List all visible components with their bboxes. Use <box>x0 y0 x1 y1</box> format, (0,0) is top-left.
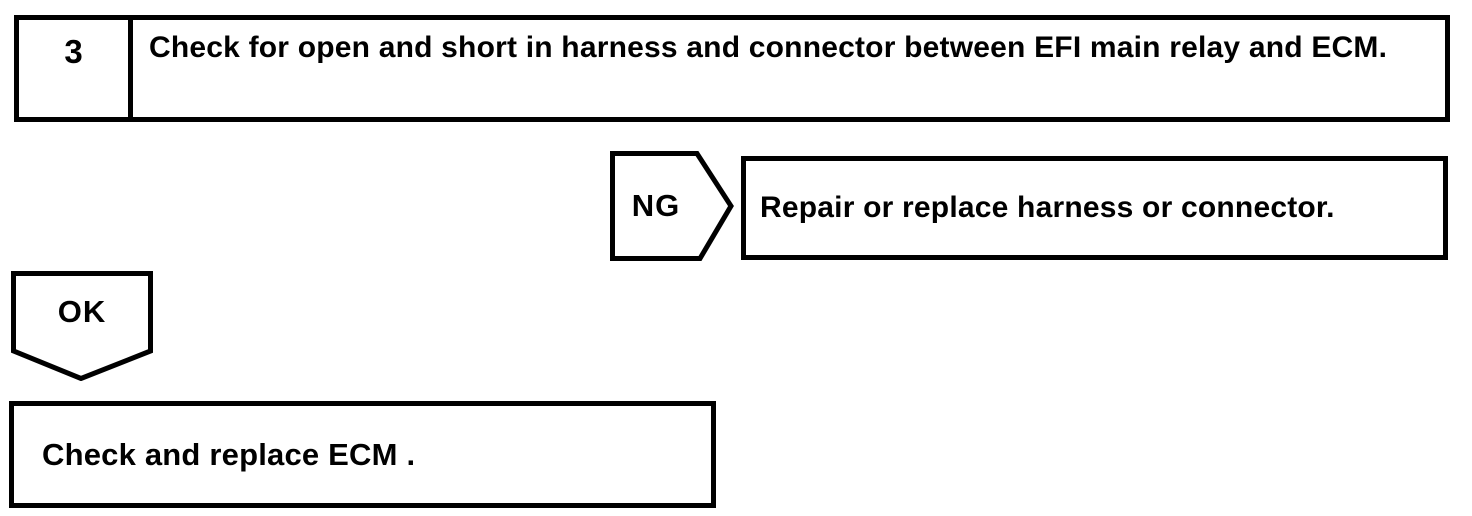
ok-action-text: Check and replace ECM . <box>42 436 416 472</box>
step-instruction: Check for open and short in harness and … <box>149 31 1388 64</box>
ok-connector: OK <box>11 271 153 381</box>
ok-pentagon-icon <box>11 271 153 381</box>
step-box: 3 Check for open and short in harness an… <box>14 15 1450 122</box>
ng-action-box: Repair or replace harness or connector. <box>741 156 1448 260</box>
step-number: 3 <box>64 33 83 70</box>
ng-connector: NG <box>610 151 734 261</box>
ok-action-box: Check and replace ECM . <box>9 401 716 508</box>
ng-pentagon-icon <box>610 151 734 261</box>
ng-label: NG <box>631 188 681 223</box>
step-number-cell: 3 <box>19 20 133 117</box>
ok-label: OK <box>57 294 107 329</box>
ng-action-text: Repair or replace harness or connector. <box>760 191 1335 224</box>
